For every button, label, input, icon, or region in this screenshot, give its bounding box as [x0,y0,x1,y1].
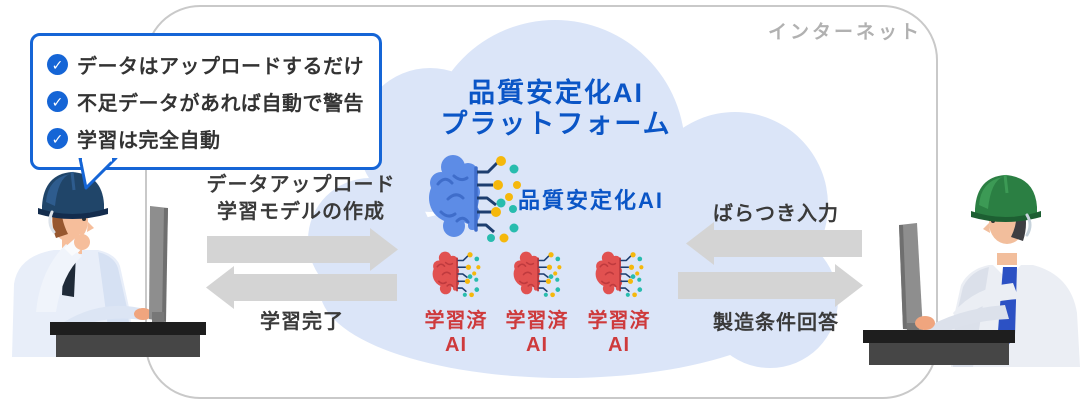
learning-complete-label: 学習完了 [260,311,344,333]
callout-item-text: データはアップロードするだけ [77,56,364,78]
arrow-complete-left [206,266,397,309]
callout-item: ✓ 学習は完全自動 [47,120,365,157]
check-icon: ✓ [47,91,68,112]
callout-item: ✓ データはアップロードするだけ [47,46,365,83]
platform-title-line2: プラットフォーム [440,109,672,139]
monitor-left [136,206,184,329]
trained-ai-label: 学習済 AI [505,310,569,356]
internet-label: インターネット [768,22,923,43]
check-icon: ✓ [47,128,68,149]
trained-ai-brain-icon [430,250,482,298]
arrow-variation-left [686,222,862,265]
trained-ai-label: 学習済 AI [587,310,651,356]
upload-flow-label: データアップロード 学習モデルの作成 [206,174,396,223]
condition-answer-label: 製造条件回答 [713,312,839,334]
callout-item: ✓ 不足データがあれば自動で警告 [47,83,365,120]
arrow-upload-right [207,228,398,271]
callout-item-text: 学習は完全自動 [77,130,221,152]
arrow-answer-right [678,264,863,307]
desk-left [50,322,206,357]
platform-title: 品質安定化AI プラットフォーム [380,78,732,140]
quality-ai-brain-icon [424,152,524,244]
trained-ai-brain-icon [511,250,563,298]
quality-ai-label: 品質安定化AI [518,188,665,213]
callout-tail [78,158,118,190]
benefits-callout: ✓ データはアップロードするだけ ✓ 不足データがあれば自動で警告 ✓ 学習は完… [30,33,382,170]
desk-right [863,330,1015,365]
trained-ai-label: 学習済 AI [424,310,488,356]
callout-item-text: 不足データがあれば自動で警告 [77,93,364,115]
platform-title-line1: 品質安定化AI [468,78,644,108]
variation-input-label: ばらつき入力 [713,203,839,225]
worker-right-hand [915,316,935,330]
worker-right-illustration [863,174,1080,367]
trained-ai-brain-icon [593,250,645,298]
worker-left-illustration [12,171,206,357]
check-icon: ✓ [47,54,68,75]
